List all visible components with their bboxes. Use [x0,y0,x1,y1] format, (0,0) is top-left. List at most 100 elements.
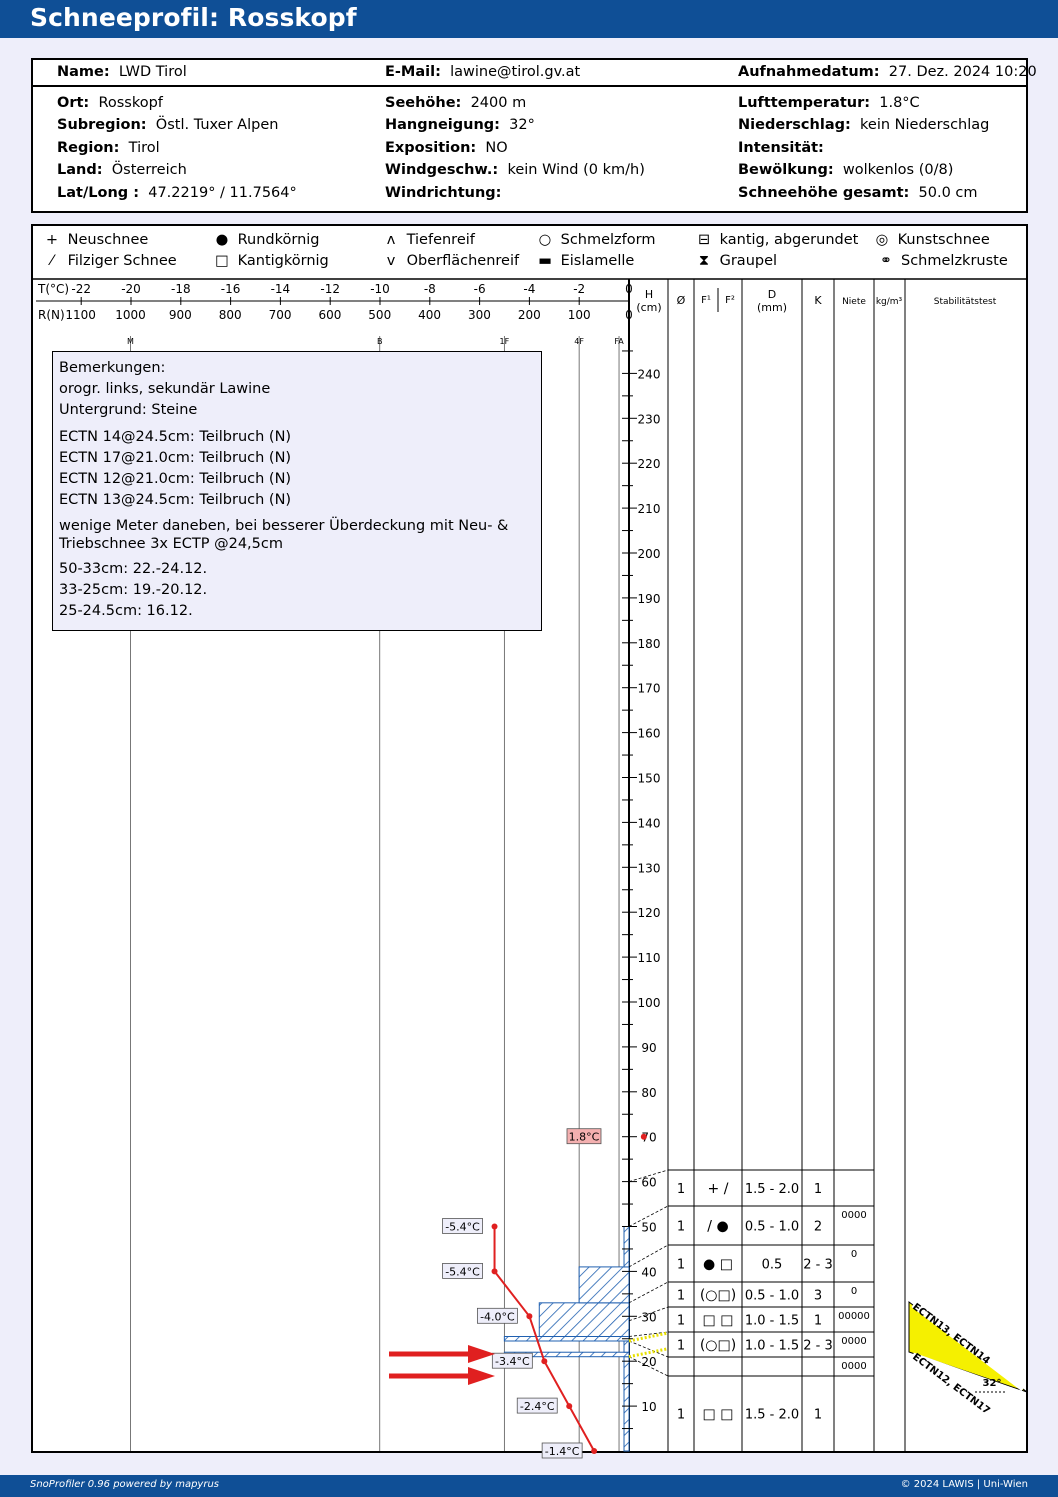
double-circle-icon: ◎ [875,232,889,248]
layer-niete: 0000 [841,1210,866,1221]
layer-count: 1 [677,1408,685,1423]
height-tick-label: 80 [641,1086,656,1100]
temperature-line [493,1226,596,1452]
region-field: Region: Tirol [57,140,160,156]
legend-rundkoernig: ● Rundkörnig [211,232,320,248]
t-tick-label: -4 [523,282,535,296]
rounded-square-icon: ⊟ [697,232,711,248]
layer-grain-symbols: ● □ [703,1257,733,1273]
t-tick-label: -18 [171,282,191,296]
h-column-label: H [645,288,653,301]
hardness-tick-label: FA [614,337,624,346]
open-circle-icon: ○ [538,232,552,248]
melt-crust-icon: ⚭ [879,253,893,269]
hardness-tick-label: M [127,337,134,346]
t-tick-label: -20 [121,282,141,296]
layer-grain-symbols: (○□) [700,1288,736,1304]
temperature-label-box [476,1307,518,1324]
layer-count: 1 [677,1220,685,1235]
remarks-line: orogr. links, sekundär Lawine [59,381,271,397]
niete-column-label: Niete [842,297,866,307]
bewoelkung-field: Bewölkung: wolkenlos (0/8) [738,162,954,178]
layer-connector [628,1331,669,1337]
t-tick-label: -10 [370,282,390,296]
r-tick-label: 700 [269,308,292,322]
t-axis-label: T(°C) [37,282,69,296]
layer-count: 1 [677,1289,685,1304]
density-column-label: kg/m³ [876,297,903,307]
layer-connector [628,1281,669,1304]
temperature-point [491,1268,498,1275]
caret-down-icon: v [386,253,396,269]
remarks-test: ECTN 13@24.5cm: Teilbruch (N) [59,492,292,508]
profile-info-box: Name: LWD Tirol E-Mail: lawine@tirol.gv.… [31,58,1037,213]
remarks-test: ECTN 17@21.0cm: Teilbruch (N) [59,450,292,466]
name-field: Name: LWD Tirol [57,64,187,80]
square-icon: □ [215,253,229,269]
k-column-label: K [814,294,822,307]
layer-niete: 0 [851,1286,857,1297]
filled-circle-icon: ● [215,232,229,248]
stability-band [912,1352,1024,1397]
remarks-test: ECTN 12@21.0cm: Teilbruch (N) [59,471,292,487]
slope-angle-label: 32° [983,1378,1002,1389]
h-column-unit: (cm) [636,301,661,314]
height-tick-label: 200 [638,547,661,561]
layer-grain-size: 0.5 - 1.0 [745,1289,799,1304]
weak-layer-marker [628,1331,669,1343]
layer-connector [628,1169,669,1182]
t-tick-label: -12 [320,282,340,296]
temperature-label-box [442,1218,483,1234]
layer-grain-size: 1.5 - 2.0 [745,1408,799,1423]
niederschlag-field: Niederschlag: kein Niederschlag [738,117,990,133]
f2-column-label: F² [725,295,735,306]
temperature-label-box [442,1263,483,1279]
r-tick-label: 1000 [115,308,146,322]
layer-connector [628,1306,669,1322]
layer-count: 1 [677,1314,685,1329]
hardness-bar [578,1266,630,1304]
temperature-label-box [491,1352,533,1369]
windrichtung-field: Windrichtung: [385,185,502,201]
temperature-label: -2.4°C [520,1400,555,1413]
intensitaet-field: Intensität: [738,140,824,156]
footer-bar: SnoProfiler 0.96 powered by mapyrus © 20… [0,1475,1058,1497]
height-tick-label: 240 [638,367,661,381]
annotation-arrowhead [468,1367,495,1385]
legend-box: + Neuschnee ⁄ Filziger Schnee ● Rundkörn… [31,224,1028,330]
layer-connector [628,1244,669,1268]
r-tick-label: 100 [568,308,591,322]
r-tick-label: 1100 [65,308,96,322]
temperature-label: -5.4°C [445,1265,480,1278]
caret-up-icon: ʌ [386,232,396,248]
layer-grain-size: 0.5 [762,1258,783,1273]
height-tick-label: 110 [638,951,661,965]
layer-grain-symbols: □ □ [703,1313,734,1329]
remarks-note: wenige Meter daneben, bei besserer Überd… [59,518,509,534]
subregion-field: Subregion: Östl. Tuxer Alpen [57,117,279,133]
remarks-title: Bemerkungen: [59,360,166,376]
temperature-label-box [516,1397,558,1414]
footer-copyright: © 2024 LAWIS | Uni-Wien [900,1479,1028,1490]
r-tick-label: 800 [219,308,242,322]
schneehoehe-field: Schneehöhe gesamt: 50.0 cm [738,185,978,201]
footer-credit: SnoProfiler 0.96 powered by mapyrus [30,1479,220,1490]
layer-grain-size: 1.0 - 1.5 [745,1339,799,1354]
layer-grain-size: 1.5 - 2.0 [745,1182,799,1197]
exposition-field: Exposition: NO [385,140,508,156]
temperature-point [491,1223,498,1230]
legend-eislamelle: ▬ Eislamelle [534,253,634,269]
layer-connector [628,1205,669,1227]
hardness-tick-label: B [377,337,383,346]
height-tick-label: 50 [641,1221,656,1235]
t-tick-label: -16 [221,282,241,296]
r-axis-label: R(N) [38,308,65,322]
height-tick-label: 220 [638,457,661,471]
temperature-label: -4.0°C [480,1310,515,1323]
legend-tiefenreif: ʌ Tiefenreif [380,232,475,248]
remarks-test: ECTN 14@24.5cm: Teilbruch (N) [59,429,292,445]
stability-column-label: Stabilitätstest [934,297,997,307]
temperature-label: -1.4°C [545,1445,580,1458]
temperature-point [566,1403,573,1410]
layer-connector [628,1356,669,1377]
